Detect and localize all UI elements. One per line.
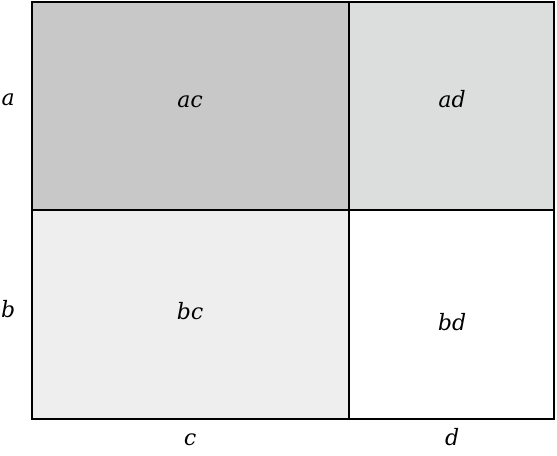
cell-bc-label: bc <box>176 300 204 325</box>
cell-ac <box>32 2 349 210</box>
column-label-d: d <box>444 426 460 451</box>
cell-bc <box>32 210 349 419</box>
outer-border-bottom <box>31 418 555 420</box>
cell-ad-label: ad <box>438 88 466 113</box>
divider-vertical <box>348 1 350 420</box>
column-label-c: c <box>183 426 197 451</box>
cell-ad <box>349 2 554 210</box>
divider-horizontal <box>31 209 555 211</box>
cell-bd-label: bd <box>437 311 467 336</box>
row-label-a: a <box>1 86 15 111</box>
row-label-b: b <box>0 298 16 323</box>
outer-border-top <box>31 1 555 3</box>
cell-bd <box>349 210 554 419</box>
cell-ac-label: ac <box>177 88 203 113</box>
